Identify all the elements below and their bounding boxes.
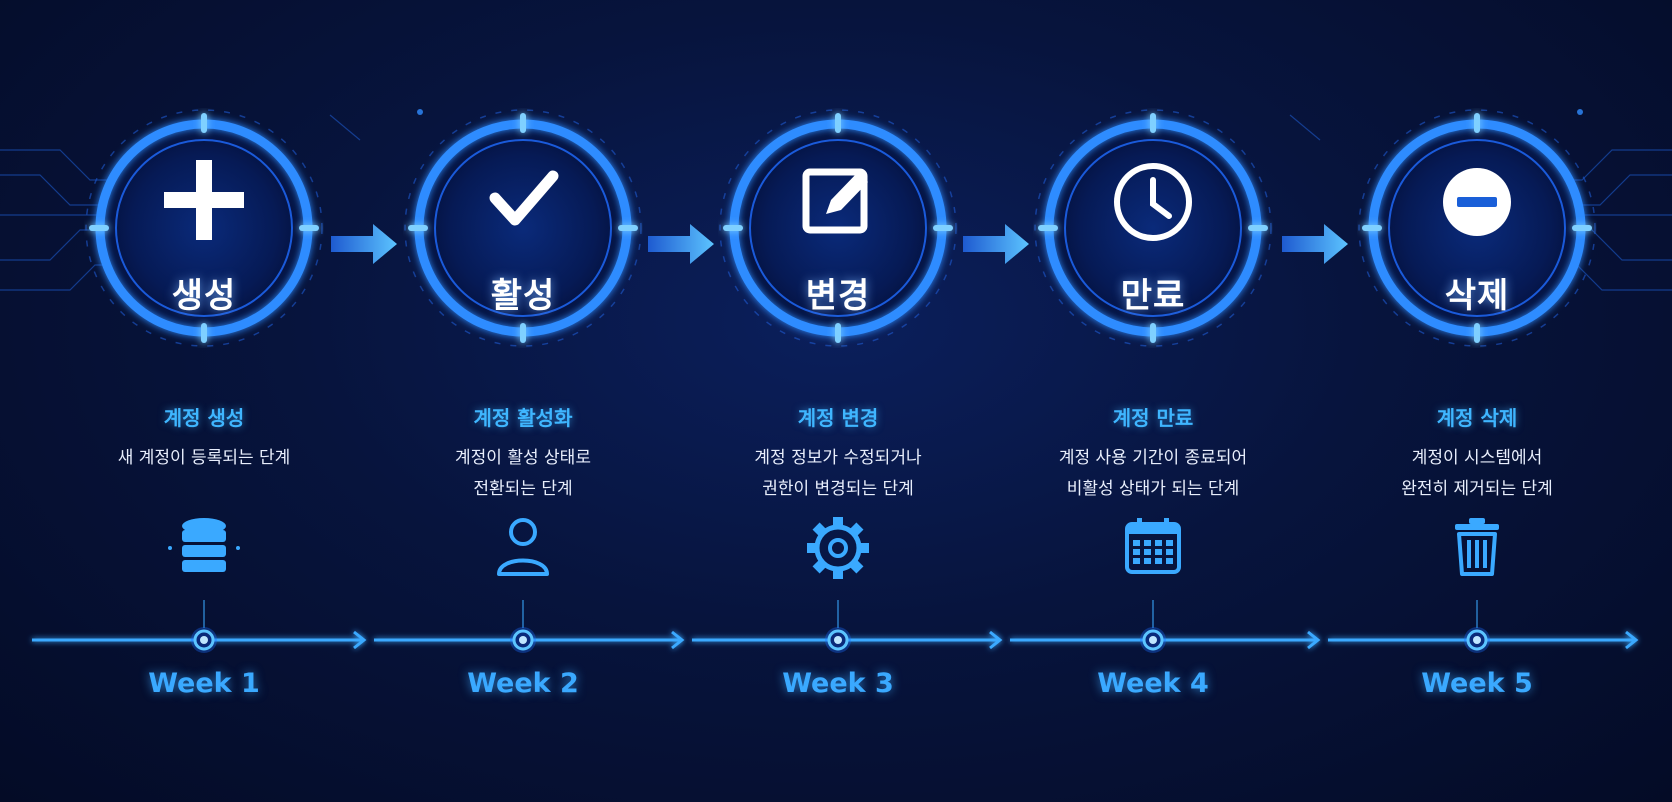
stage-label: 활성: [490, 276, 556, 316]
timeline-node: [510, 600, 536, 653]
stage-description: 계정이 활성 상태로 전환되는 단계: [455, 448, 591, 499]
edit-icon: [802, 168, 868, 234]
user-icon: [497, 518, 549, 576]
stage-week: Week 1: [148, 668, 260, 699]
timeline-node: [191, 600, 217, 653]
stage-ring: [719, 109, 957, 347]
plus-icon: [164, 160, 244, 240]
stage-week: Week 5: [1421, 668, 1533, 699]
flow-arrow: [330, 224, 397, 264]
stage-title: 계정 활성화: [473, 406, 573, 430]
stage-label: 삭제: [1444, 276, 1510, 316]
calendar-icon: [1125, 518, 1181, 574]
stage-week: Week 4: [1097, 668, 1209, 699]
flow-arrow: [1282, 224, 1348, 264]
stage-title: 계정 변경: [797, 406, 879, 430]
stage-description: 새 계정이 등록되는 단계: [117, 448, 291, 468]
stage-description: 계정 사용 기간이 종료되어 비활성 상태가 되는 단계: [1058, 448, 1248, 499]
timeline-node: [825, 600, 851, 653]
stage-ring: [1034, 109, 1272, 347]
minus-circle-icon: [1443, 168, 1511, 236]
stage-ring: [85, 109, 323, 347]
stage-ring: [404, 109, 642, 347]
stage-label: 생성: [171, 276, 237, 316]
flow-arrow: [962, 224, 1029, 264]
check-icon: [489, 170, 559, 226]
database-icon: [168, 518, 240, 572]
stage-week: Week 3: [782, 668, 894, 699]
trash-icon: [1455, 518, 1499, 576]
stage-title: 계정 생성: [163, 406, 245, 430]
stage-description: 계정 정보가 수정되거나 권한이 변경되는 단계: [754, 448, 922, 499]
clock-icon: [1114, 163, 1192, 241]
flow-arrow: [647, 224, 714, 264]
stage-description: 계정이 시스템에서 완전히 제거되는 단계: [1401, 448, 1553, 499]
stage-ring: [1358, 109, 1596, 347]
stage-label: 변경: [805, 276, 871, 316]
stage-label: 만료: [1120, 276, 1186, 316]
stage-week: Week 2: [467, 668, 579, 699]
stage-title: 계정 만료: [1112, 406, 1194, 430]
gear-icon: [807, 517, 869, 579]
timeline-node: [1464, 600, 1490, 653]
stage-title: 계정 삭제: [1436, 406, 1518, 430]
timeline-node: [1140, 600, 1166, 653]
